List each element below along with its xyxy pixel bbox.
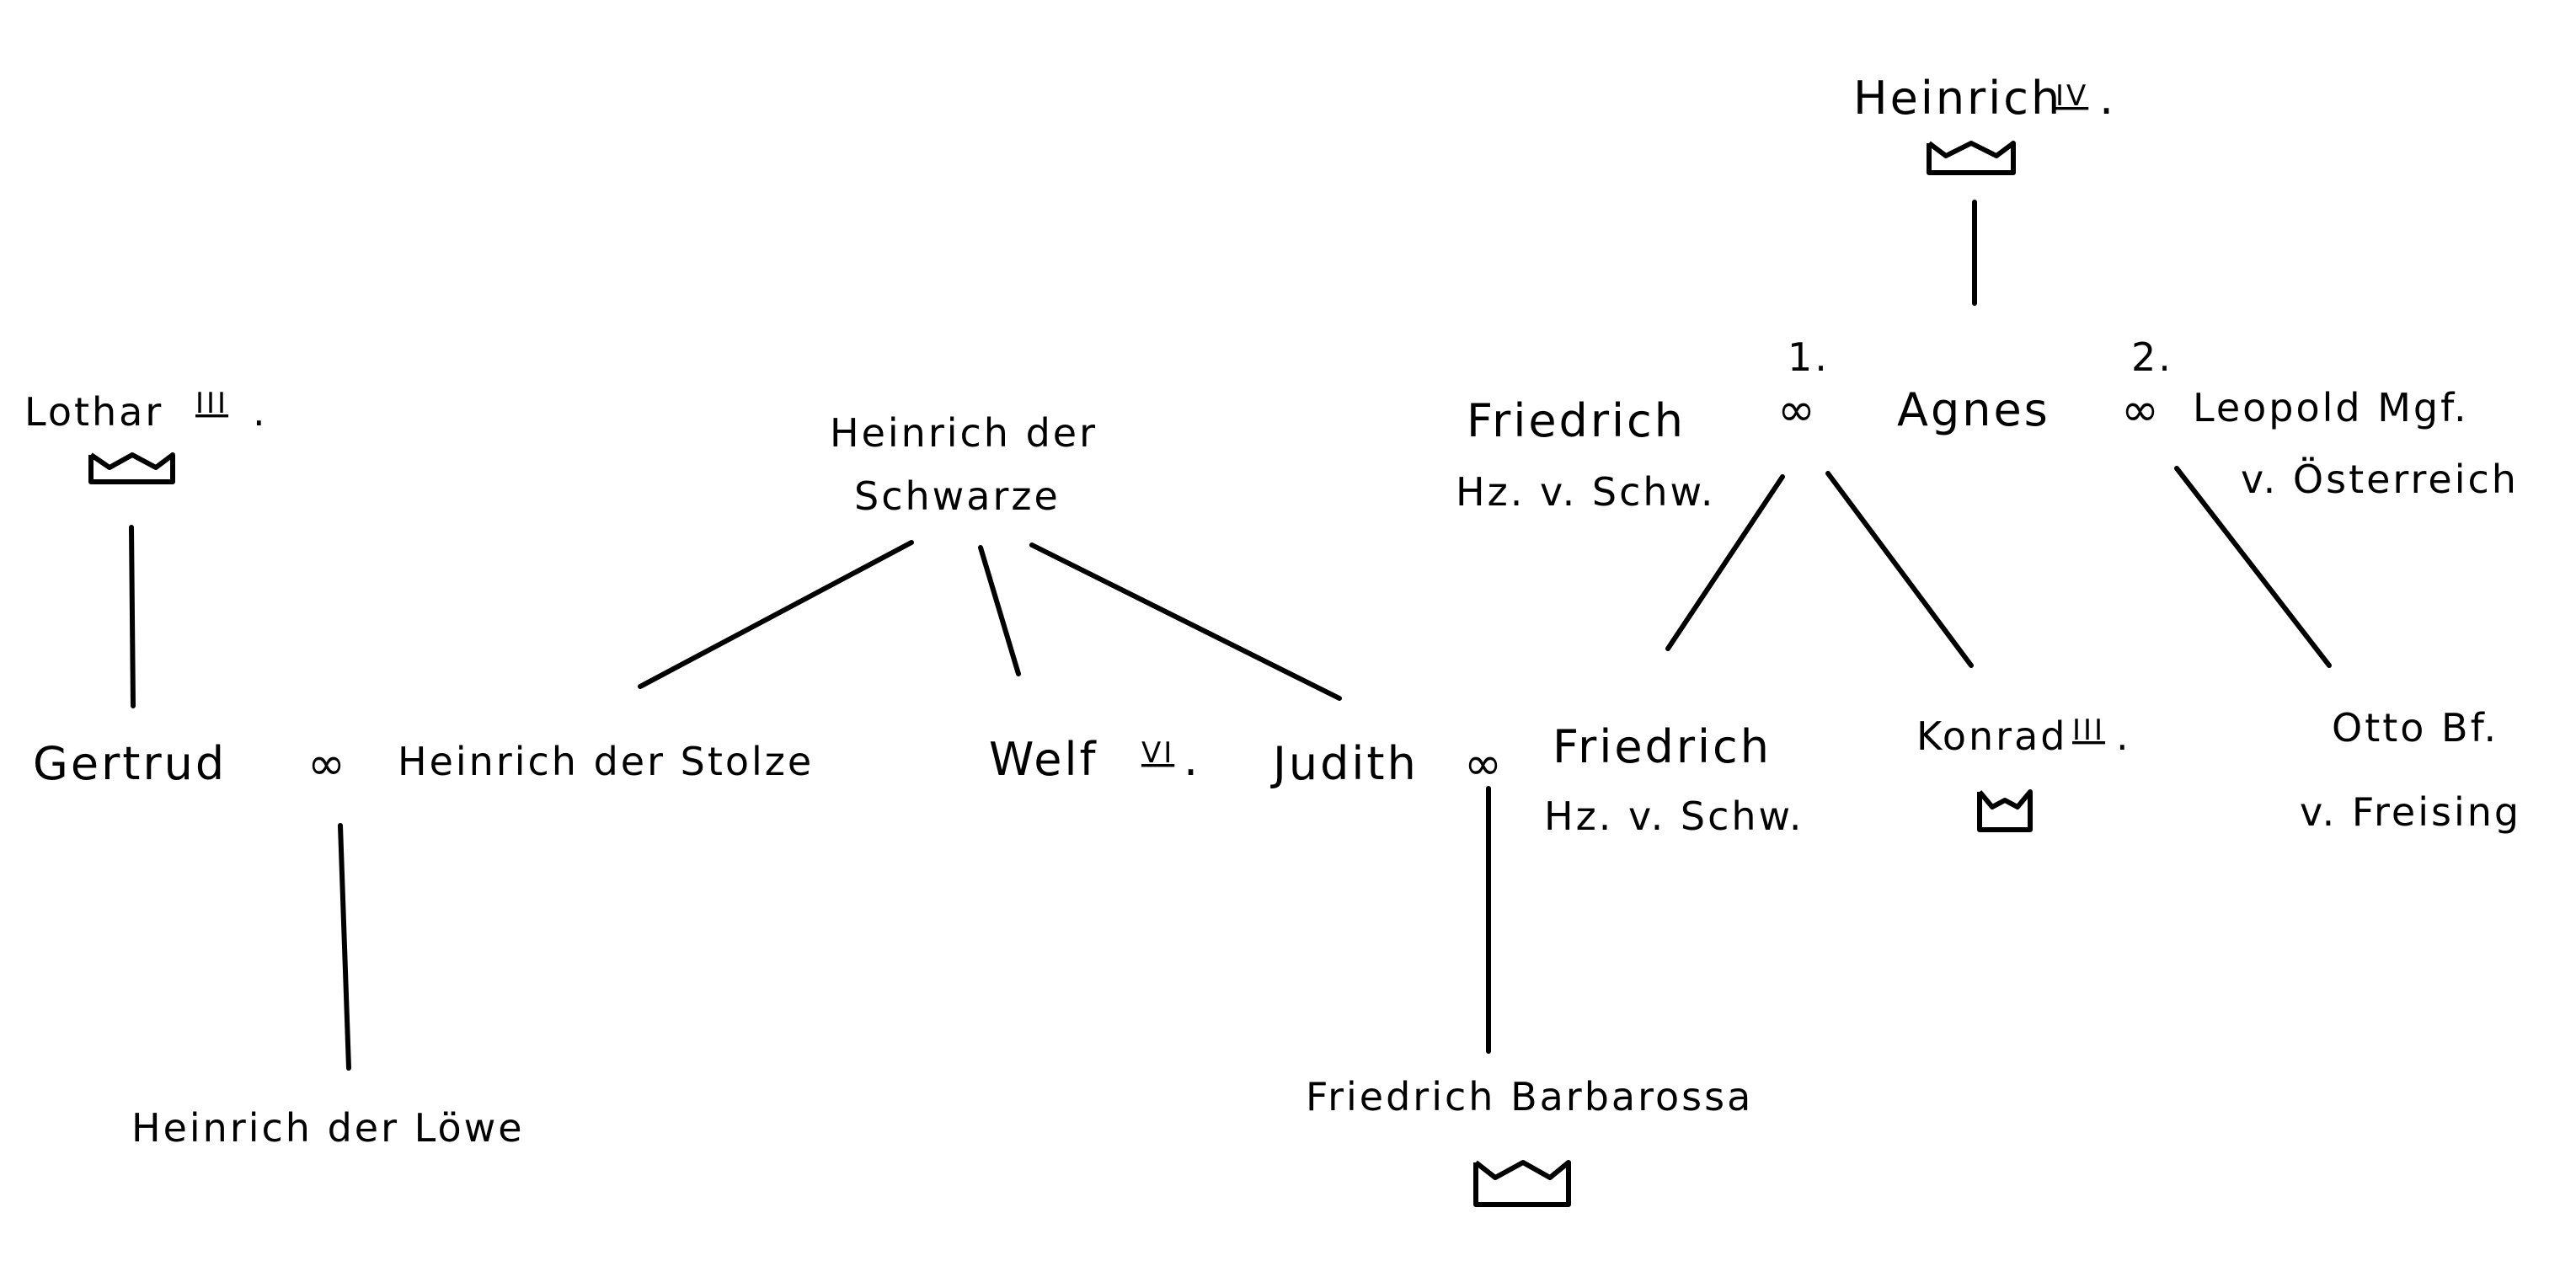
period: . (253, 389, 268, 435)
person-heinrich-schwarze-line2: Schwarze (854, 473, 1061, 519)
crown-icon (1977, 789, 2033, 832)
person-name: Welf (989, 733, 1098, 786)
person-barbarossa: Friedrich Barbarossa (1306, 1074, 1753, 1207)
person-welf: Welf VI . (989, 733, 1200, 786)
descent-line (1029, 542, 1342, 701)
person-gertrud: Gertrud (33, 737, 227, 790)
person-heinrich-iv: Heinrich IV . (1853, 72, 2116, 175)
person-name: Lothar (24, 389, 163, 435)
regnal-numeral: VI (1141, 736, 1174, 770)
person-heinrich-stolze: Heinrich der Stolze (398, 739, 814, 784)
person-leopold: Leopold Mgf. (2193, 385, 2469, 430)
person-leopold-title: v. Österreich (2241, 457, 2519, 502)
crown-icon (88, 452, 175, 484)
regnal-numeral: III (2072, 713, 2105, 747)
person-friedrich-jun: Friedrich (1553, 720, 1772, 773)
person-judith: Judith (1270, 737, 1419, 790)
person-otto: Otto Bf. (2332, 705, 2499, 751)
person-friedrich-sen: Friedrich (1467, 394, 1686, 447)
marriage-order-2: 2. (2131, 334, 2173, 380)
person-lothar: Lothar III . (24, 387, 268, 484)
regnal-numeral: IV (2055, 79, 2088, 113)
descent-line (2174, 466, 2332, 668)
marriage-symbol: ∞ (1464, 737, 1504, 790)
crown-icon (1473, 1160, 1571, 1207)
person-friedrich-sen-title: Hz. v. Schw. (1456, 469, 1716, 515)
marriage-symbol: ∞ (2121, 383, 2162, 436)
person-friedrich-jun-title: Hz. v. Schw. (1544, 793, 1804, 839)
marriage-symbol: ∞ (307, 737, 348, 790)
person-heinrich-loewe: Heinrich der Löwe (131, 1105, 525, 1151)
person-name: Heinrich (1853, 72, 2062, 125)
crown-icon (1927, 141, 2016, 175)
descent-line (338, 823, 351, 1071)
person-agnes: Agnes (1897, 383, 2050, 436)
person-name: Friedrich Barbarossa (1306, 1074, 1753, 1119)
regnal-numeral: III (195, 387, 228, 420)
person-konrad: Konrad III . (1916, 713, 2131, 832)
person-heinrich-schwarze: Heinrich der (830, 410, 1098, 456)
descent-line (978, 545, 1021, 676)
marriage-symbol: ∞ (1777, 383, 1818, 436)
descent-line (1825, 471, 1974, 668)
marriage-order-1: 1. (1788, 334, 1830, 380)
period: . (2116, 713, 2131, 759)
descent-line (129, 525, 136, 708)
person-name: Konrad (1916, 713, 2067, 759)
period: . (2099, 72, 2116, 125)
person-otto-title: v. Freising (2300, 789, 2521, 835)
descent-line (1665, 474, 1785, 651)
descent-line (638, 540, 914, 689)
period: . (1184, 733, 1200, 786)
